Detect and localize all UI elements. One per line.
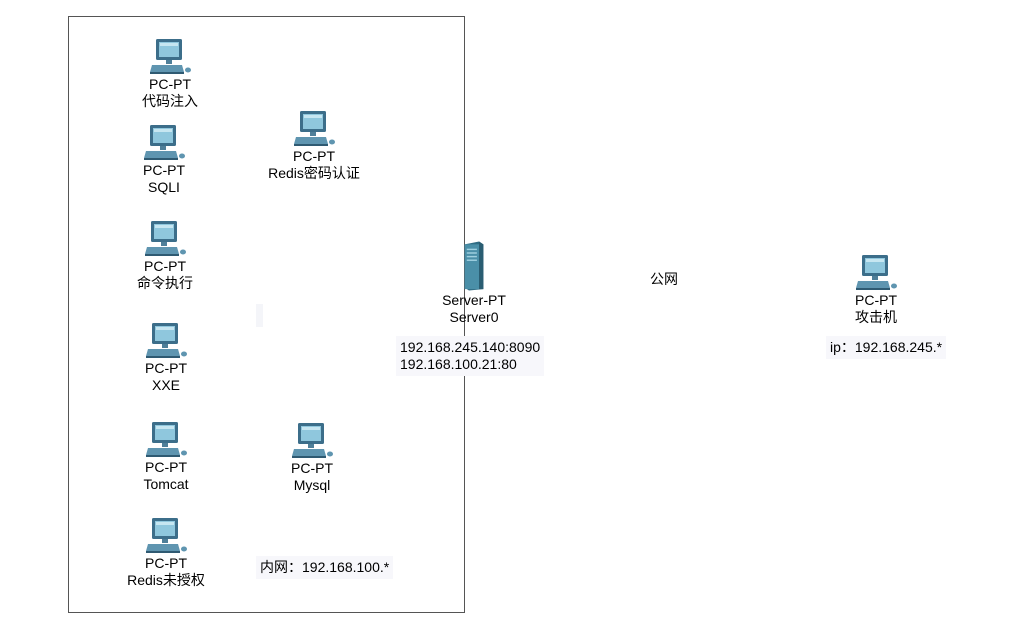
- pc-name-label: Redis未授权: [127, 572, 205, 588]
- pc-name-label: XXE: [151, 377, 180, 393]
- server-type-label: Server-PT: [442, 292, 506, 308]
- pc-icon: [294, 111, 335, 146]
- pc-icon: [146, 518, 187, 553]
- pc-name-label: SQLI: [148, 179, 180, 195]
- server-name-label: Server0: [449, 309, 499, 325]
- pc-type-label: PC-PT: [145, 360, 187, 376]
- pc-type-label: PC-PT: [855, 292, 897, 308]
- pc-type-label: PC-PT: [145, 459, 187, 475]
- pc-icon: [146, 323, 187, 358]
- pc-type-label: PC-PT: [145, 555, 187, 571]
- pc-xxe[interactable]: PC-PT XXE: [86, 322, 246, 394]
- pc-icon: [144, 125, 185, 160]
- pc-type-label: PC-PT: [144, 258, 186, 274]
- pc-name-label: 攻击机: [855, 309, 897, 325]
- attacker-ip-label: ip：192.168.245.*: [826, 336, 947, 359]
- pc-type-label: PC-PT: [291, 460, 333, 476]
- pc-icon: [146, 422, 187, 457]
- pc-name-label: Tomcat: [143, 476, 189, 492]
- pc-icon: [856, 255, 897, 290]
- internet-label: 公网: [650, 271, 678, 287]
- selection-remnant: [256, 304, 263, 327]
- pc-type-label: PC-PT: [149, 76, 191, 92]
- server-address-intranet: 192.168.100.21:80: [400, 356, 517, 372]
- pc-mysql[interactable]: PC-PT Mysql: [232, 422, 392, 494]
- pc-type-label: PC-PT: [293, 148, 335, 164]
- intranet-zone: [68, 16, 465, 613]
- pc-attacker[interactable]: PC-PT 攻击机: [796, 254, 956, 326]
- pc-type-label: PC-PT: [143, 162, 185, 178]
- pc-command-execution[interactable]: PC-PT 命令执行: [85, 220, 245, 292]
- pc-redis-password-auth[interactable]: PC-PT Redis密码认证: [234, 110, 394, 182]
- pc-name-label: Redis密码认证: [268, 165, 360, 181]
- server-icon: [464, 241, 484, 291]
- pc-name-label: 代码注入: [142, 93, 198, 109]
- server-address-public: 192.168.245.140:8090: [400, 339, 541, 355]
- intranet-label: 内网：192.168.100.*: [256, 556, 394, 579]
- server-address-note: 192.168.245.140:8090 192.168.100.21:80: [396, 336, 545, 376]
- server-node[interactable]: Server-PT Server0: [394, 240, 554, 326]
- pc-icon: [292, 423, 333, 458]
- pc-redis-unauthorized[interactable]: PC-PT Redis未授权: [86, 517, 246, 589]
- pc-code-injection[interactable]: PC-PT 代码注入: [90, 38, 250, 110]
- pc-name-label: 命令执行: [137, 275, 193, 291]
- pc-tomcat[interactable]: PC-PT Tomcat: [86, 421, 246, 493]
- pc-icon: [150, 39, 191, 74]
- pc-name-label: Mysql: [293, 477, 331, 493]
- pc-sqli[interactable]: PC-PT SQLI: [84, 124, 244, 196]
- pc-icon: [145, 221, 186, 256]
